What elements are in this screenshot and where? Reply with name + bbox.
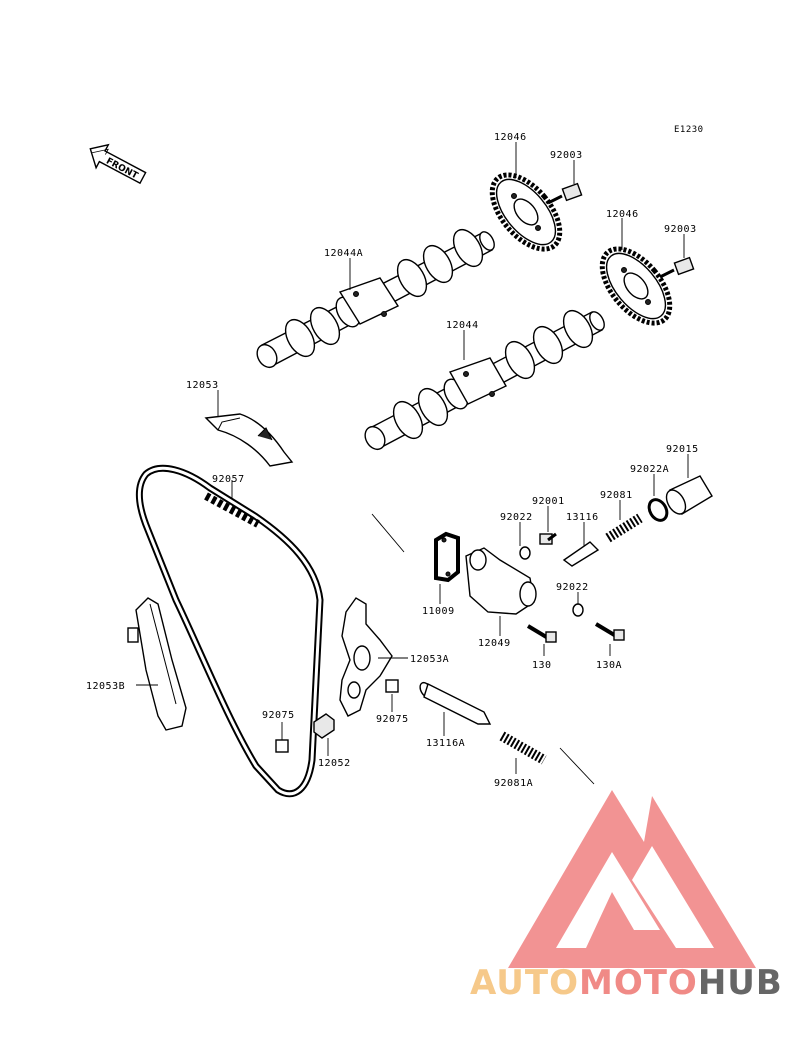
- watermark-hub: HUB: [698, 963, 783, 1003]
- chain-guide-12053A: [339, 597, 393, 717]
- label-12052: 12052: [318, 758, 351, 769]
- label-12053A: 12053A: [410, 654, 449, 665]
- bolt-92001: [539, 532, 557, 545]
- camshaft-12044A: [256, 228, 495, 369]
- spring-92081: [605, 513, 643, 543]
- washer-92022-upper: [519, 546, 531, 560]
- svg-text:AUTOMOTOHUB: AUTOMOTOHUB: [470, 963, 783, 1003]
- assembly-line-upper: [371, 513, 405, 553]
- leader-lines: [136, 142, 689, 774]
- label-92001: 92001: [532, 496, 565, 507]
- label-92081A: 92081A: [494, 778, 533, 789]
- chain-guide-12053B: [127, 597, 187, 731]
- tensioner-body-12049: [465, 547, 537, 615]
- gasket-11009: [434, 531, 460, 583]
- label-11009: 11009: [422, 606, 455, 617]
- label-12046-lower: 12046: [606, 209, 639, 220]
- cap-92015: [665, 475, 713, 515]
- tensioner-rod-13116A: [419, 681, 492, 725]
- label-12046-upper: 12046: [494, 132, 527, 143]
- label-130: 130: [532, 660, 552, 671]
- diagram-code: E1230: [674, 125, 704, 135]
- oring-92022A: [647, 498, 669, 522]
- label-92081: 92081: [600, 490, 633, 501]
- label-12053B: 12053B: [86, 681, 125, 692]
- watermark-triangle-icon: [508, 790, 756, 968]
- label-13116A: 13116A: [426, 738, 465, 749]
- camshaft-12044: [364, 309, 605, 451]
- watermark-logo: AUTOMOTOHUB: [470, 790, 783, 1003]
- bolt-130: [526, 624, 557, 643]
- pivot-12052: [313, 713, 335, 739]
- bolt-92003-upper: [547, 182, 583, 205]
- timing-chain-92057: [136, 464, 324, 798]
- assembly-line-lower: [559, 747, 595, 785]
- chain-guide-12053: [204, 413, 294, 467]
- label-92003-lower: 92003: [664, 224, 697, 235]
- label-130A: 130A: [596, 660, 622, 671]
- bolt-130A: [594, 622, 625, 641]
- label-13116: 13116: [566, 512, 599, 523]
- bolt-92003-lower: [659, 256, 695, 279]
- label-12044: 12044: [446, 320, 479, 331]
- label-92022-lower: 92022: [556, 582, 589, 593]
- label-92015: 92015: [666, 444, 699, 455]
- label-92057: 92057: [212, 474, 245, 485]
- watermark-auto: AUTO: [470, 963, 579, 1003]
- front-arrow-icon: FRONT: [89, 143, 147, 185]
- damper-92075-right: [385, 679, 399, 693]
- label-92022-upper: 92022: [500, 512, 533, 523]
- spring-92081A: [499, 731, 547, 765]
- washer-92022-lower: [572, 603, 584, 617]
- label-12053: 12053: [186, 380, 219, 391]
- label-12049: 12049: [478, 638, 511, 649]
- label-12044A: 12044A: [324, 248, 363, 259]
- label-92075-right: 92075: [376, 714, 409, 725]
- label-92022A: 92022A: [630, 464, 669, 475]
- label-92003-upper: 92003: [550, 150, 583, 161]
- label-92075-left: 92075: [262, 710, 295, 721]
- damper-92075-left: [275, 739, 289, 753]
- watermark-moto: MOTO: [579, 963, 698, 1003]
- tensioner-rod-13116: [562, 541, 600, 567]
- cam-sprocket-lower: [599, 246, 673, 326]
- cam-sprocket-upper: [489, 172, 563, 252]
